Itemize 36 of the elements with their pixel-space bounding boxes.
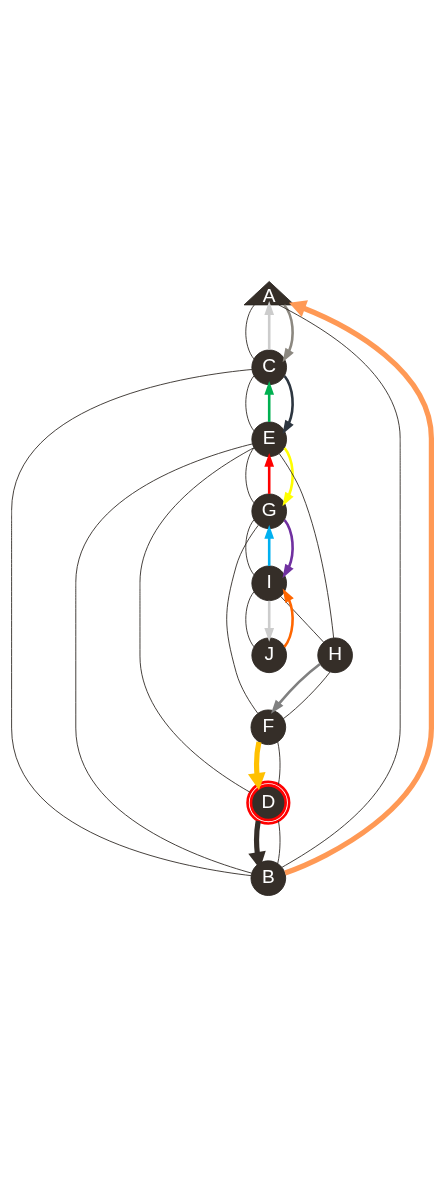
node-circle: J	[251, 637, 287, 674]
node-circle: F	[250, 709, 287, 746]
connector	[245, 447, 255, 504]
node-circle: I	[251, 565, 287, 602]
arrow	[282, 375, 294, 435]
arrow	[282, 447, 294, 507]
connector	[139, 447, 255, 793]
arrow	[248, 741, 266, 790]
connector	[245, 375, 255, 432]
arrow	[282, 519, 294, 579]
connector	[278, 304, 401, 868]
arrow	[270, 662, 321, 714]
connector	[11, 369, 253, 877]
arrow	[284, 300, 434, 876]
node-circle: G	[251, 493, 287, 530]
arrow	[264, 301, 275, 350]
connector	[245, 519, 255, 576]
connector	[283, 671, 331, 719]
connector	[280, 595, 324, 643]
node-circle: E	[251, 421, 287, 458]
node-circle: B	[250, 860, 287, 896]
arrow	[264, 524, 275, 566]
arrow	[282, 304, 294, 363]
connector	[277, 741, 281, 785]
arrow	[282, 588, 294, 648]
arrow	[264, 600, 275, 642]
connector	[245, 591, 255, 648]
connector	[226, 524, 259, 714]
arrow	[264, 380, 275, 422]
connector	[278, 453, 335, 639]
connector	[277, 820, 281, 864]
connector	[245, 304, 255, 360]
connector	[75, 443, 253, 874]
node-circle: H	[317, 637, 353, 674]
arrow	[264, 452, 275, 494]
node-circle: C	[251, 349, 287, 386]
